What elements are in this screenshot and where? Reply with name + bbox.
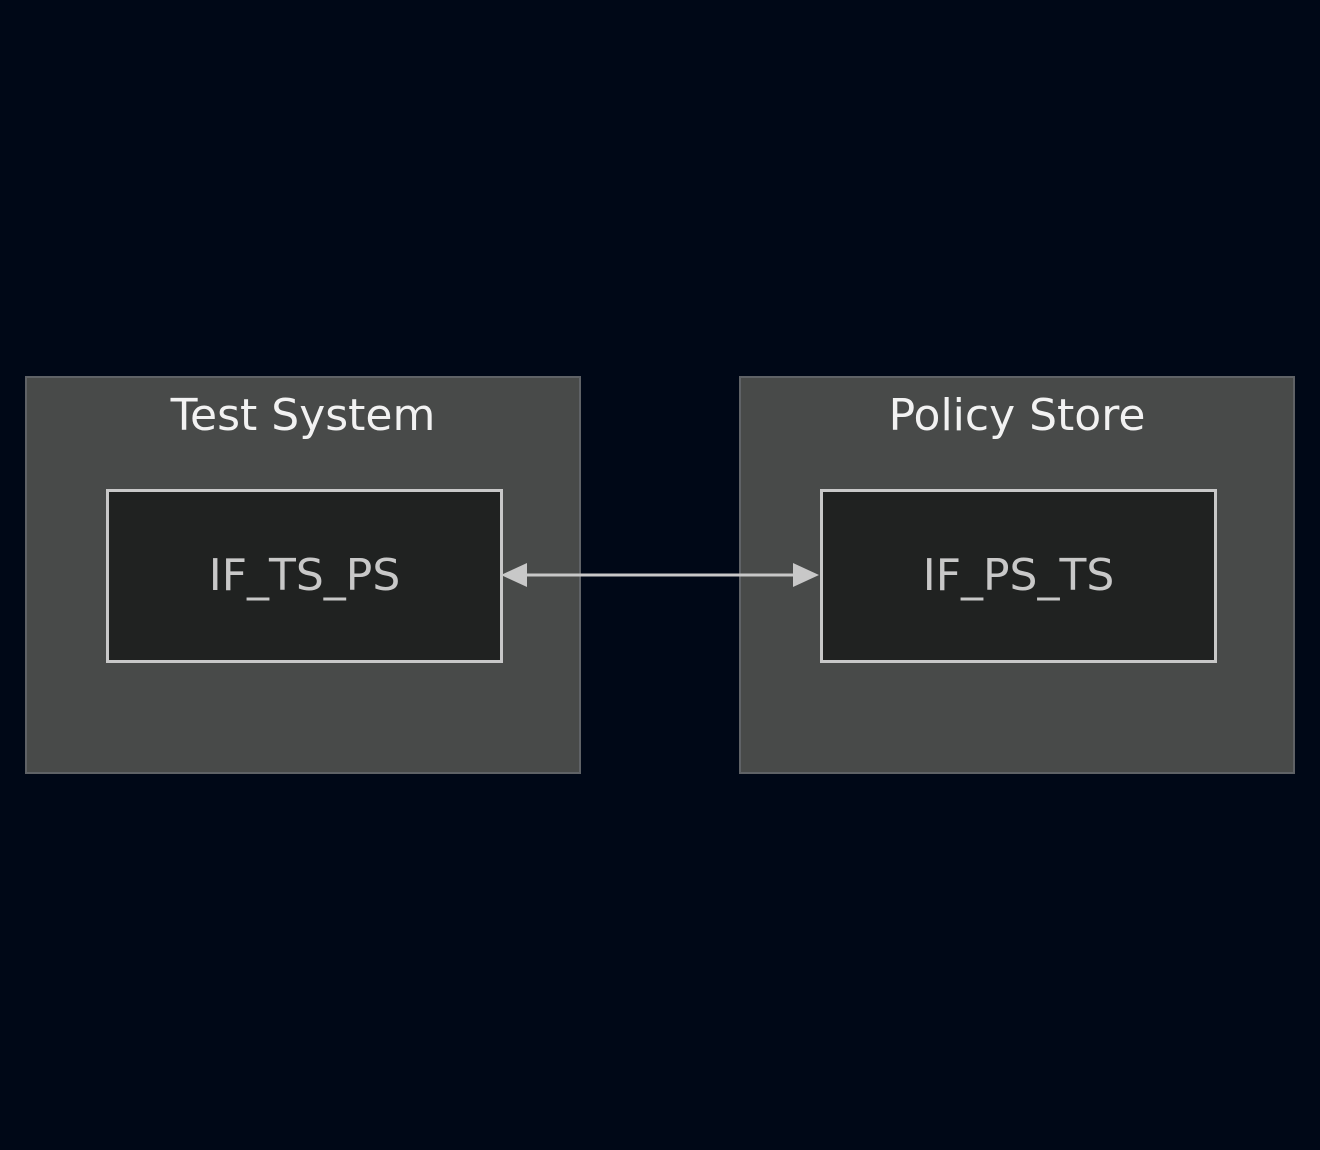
cluster-title-test-system: Test System (170, 390, 436, 441)
node-label-if-ps-ts: IF_PS_TS (922, 550, 1115, 601)
node-if-ps-ts[interactable]: IF_PS_TS (820, 489, 1217, 663)
cluster-policy-store: Policy Store IF_PS_TS (739, 376, 1295, 774)
cluster-test-system: Test System IF_TS_PS (25, 376, 581, 774)
node-if-ts-ps[interactable]: IF_TS_PS (106, 489, 503, 663)
node-label-if-ts-ps: IF_TS_PS (208, 550, 401, 601)
cluster-title-policy-store: Policy Store (888, 390, 1146, 441)
